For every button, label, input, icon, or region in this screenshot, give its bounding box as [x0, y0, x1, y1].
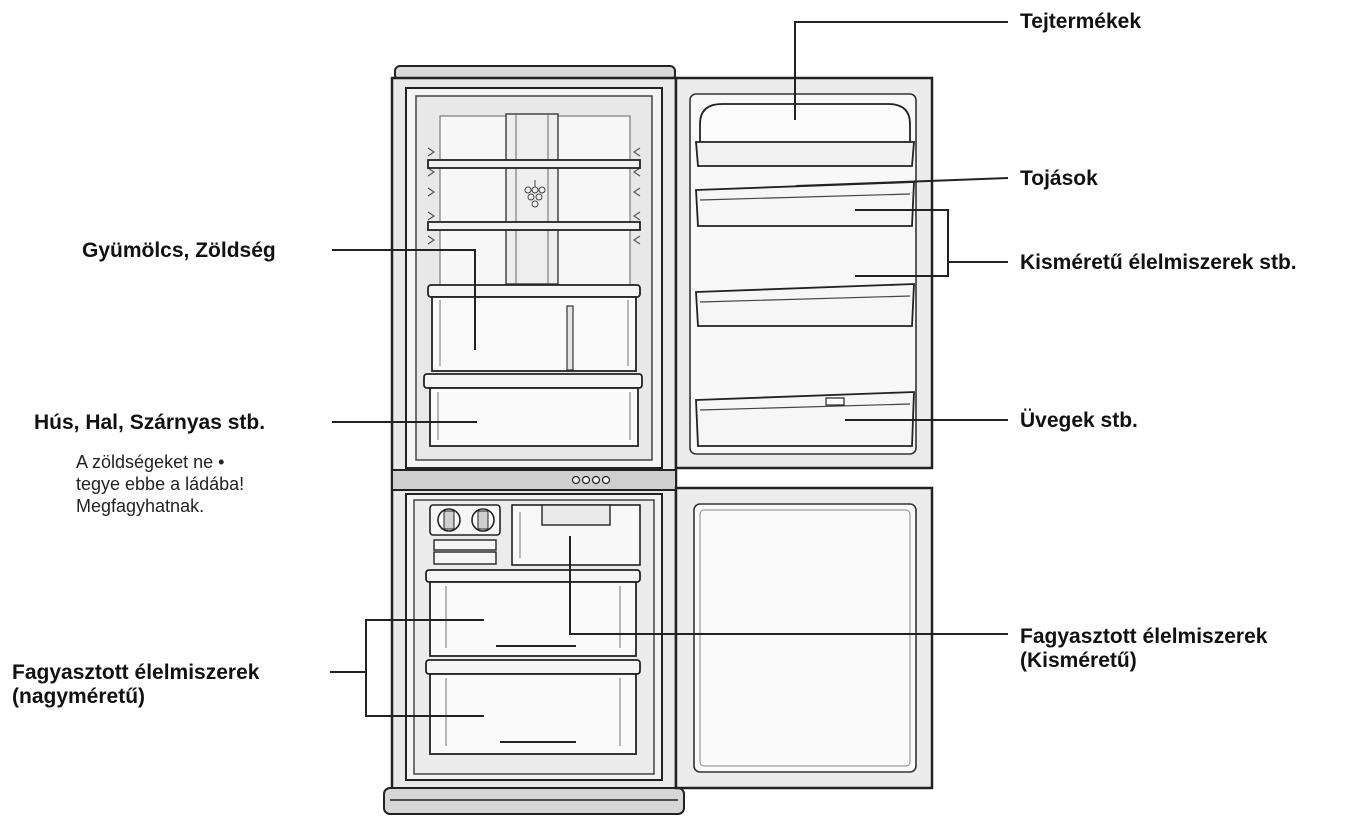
air-duct [505, 113, 559, 285]
freezer-drawer-lower [425, 659, 641, 755]
label-frozen-large-2: (nagyméretű) [12, 685, 145, 708]
leader-frozen-small [569, 536, 1008, 635]
fridge-compartment [405, 87, 663, 469]
label-meat-fish: Hús, Hal, Szárnyas stb. [34, 411, 265, 434]
label-dairy: Tejtermékek [1020, 10, 1141, 33]
bottle-pocket [695, 391, 915, 447]
leader-lines [330, 21, 1009, 717]
leader-fruit-veg [332, 249, 476, 350]
grapes-icon [524, 180, 546, 208]
control-panel [391, 469, 677, 491]
label-frozen-small-1: Fagyasztott élelmiszerek [1020, 625, 1268, 648]
label-eggs: Tojások [1020, 167, 1098, 190]
door-pocket-middle [695, 283, 915, 327]
glass-shelf-1 [427, 159, 641, 169]
leader-small-foods [855, 209, 1008, 277]
note-line-3: Megfagyhatnak. [76, 496, 204, 516]
dairy-compartment [695, 103, 915, 167]
egg-tray [695, 181, 915, 227]
glass-shelf-2 [427, 221, 641, 231]
note-line-1: A zöldségeket ne • [76, 452, 224, 472]
leader-dairy [794, 21, 1008, 120]
ice-box [511, 504, 641, 566]
label-bottles: Üvegek stb. [1020, 409, 1138, 432]
fridge-base [383, 787, 685, 815]
label-small-foods: Kisméretű élelmiszerek stb. [1020, 251, 1297, 274]
ice-maker-icon [429, 504, 501, 565]
label-frozen-large-1: Fagyasztott élelmiszerek [12, 661, 260, 684]
freezer-compartment [405, 493, 663, 781]
leader-eggs [795, 177, 1009, 187]
control-buttons [571, 475, 611, 485]
chilled-drawer [423, 373, 643, 447]
label-frozen-small-2: (Kisméretű) [1020, 649, 1137, 672]
callout-labels: Tejtermékek Tojások Kisméretű élelmiszer… [12, 10, 1297, 708]
freezer-door [674, 486, 934, 790]
label-fruit-veg: Gyümölcs, Zöldség [82, 239, 276, 262]
leader-frozen-large [330, 619, 484, 717]
crisper-drawer [427, 284, 641, 372]
note-line-2: tegye ebbe a ládába! [76, 474, 244, 494]
fridge-door [674, 76, 934, 470]
freezer-drawer-upper [425, 569, 641, 657]
